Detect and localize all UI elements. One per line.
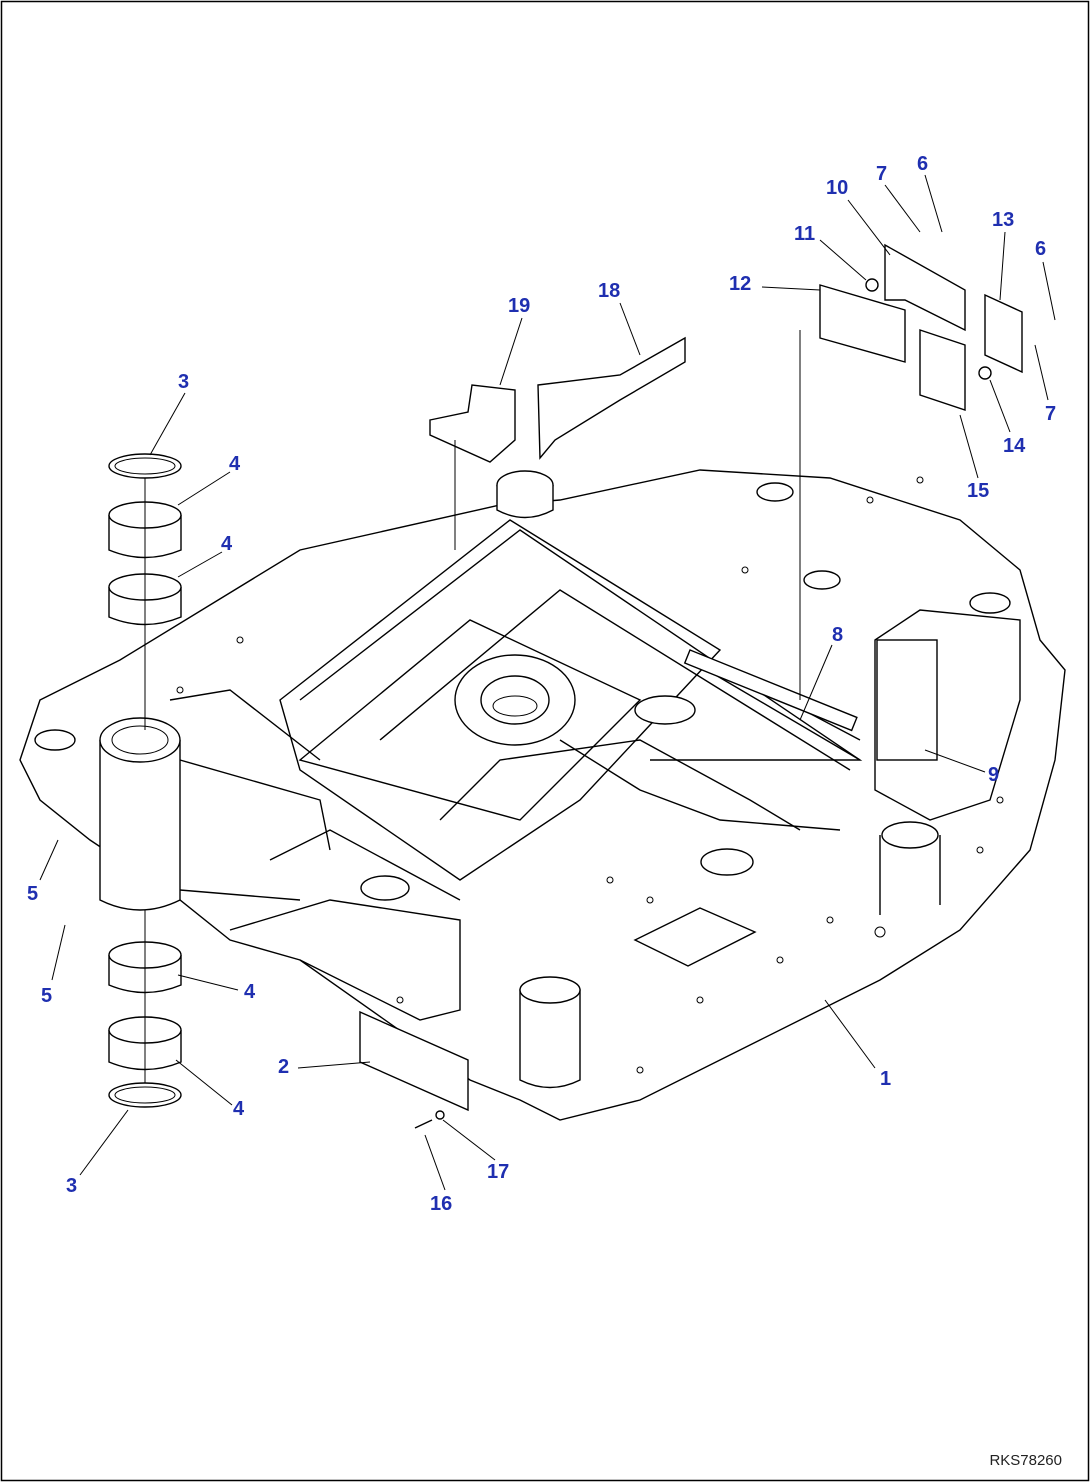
guard-19 [429, 384, 516, 463]
bracket-9 [876, 639, 938, 761]
plate-15 [919, 329, 966, 411]
leader-lines [39, 174, 1056, 1191]
drawing-code: RKS78260 [989, 1452, 1062, 1469]
callout-10[interactable]: 10 [826, 177, 848, 199]
nut-14 [978, 366, 992, 380]
callout-7[interactable]: 7 [1045, 403, 1056, 425]
callout-13[interactable]: 13 [992, 209, 1014, 231]
callout-4[interactable]: 4 [221, 533, 233, 555]
callout-17[interactable]: 17 [487, 1161, 509, 1183]
callout-7[interactable]: 7 [876, 163, 887, 185]
callout-9[interactable]: 9 [988, 764, 999, 786]
callout-8[interactable]: 8 [832, 624, 843, 646]
callout-5[interactable]: 5 [27, 883, 38, 905]
callout-1[interactable]: 1 [880, 1068, 891, 1090]
callout-3[interactable]: 3 [66, 1175, 77, 1197]
callout-15[interactable]: 15 [967, 480, 989, 502]
callout-19[interactable]: 19 [508, 295, 530, 317]
plate-12 [819, 284, 906, 363]
nut-11 [865, 278, 879, 292]
callout-4[interactable]: 4 [233, 1098, 245, 1120]
callout-6[interactable]: 6 [917, 153, 928, 175]
bushing-stack [108, 453, 182, 1108]
revolving-frame [19, 469, 1066, 1121]
plate-2 [359, 1010, 469, 1112]
callout-4[interactable]: 4 [229, 453, 241, 475]
callout-11[interactable]: 11 [794, 223, 815, 245]
bar-8 [683, 649, 858, 732]
callout-2[interactable]: 2 [278, 1056, 289, 1078]
plate-10 [884, 243, 966, 332]
callout-4[interactable]: 4 [244, 981, 256, 1003]
bolt-16 [414, 1119, 433, 1129]
plate-13 [984, 293, 1023, 374]
callouts: 1 2 3 3 4 4 4 4 5 5 6 6 7 7 8 9 10 11 12… [27, 153, 1056, 1215]
callout-3[interactable]: 3 [178, 371, 189, 393]
callout-6[interactable]: 6 [1035, 238, 1046, 260]
callout-14[interactable]: 14 [1003, 435, 1026, 457]
callout-18[interactable]: 18 [598, 280, 620, 302]
callout-12[interactable]: 12 [729, 273, 751, 295]
callout-16[interactable]: 16 [430, 1193, 452, 1215]
callout-5[interactable]: 5 [41, 985, 52, 1007]
washer-17 [435, 1110, 445, 1120]
guard-18 [537, 336, 686, 460]
